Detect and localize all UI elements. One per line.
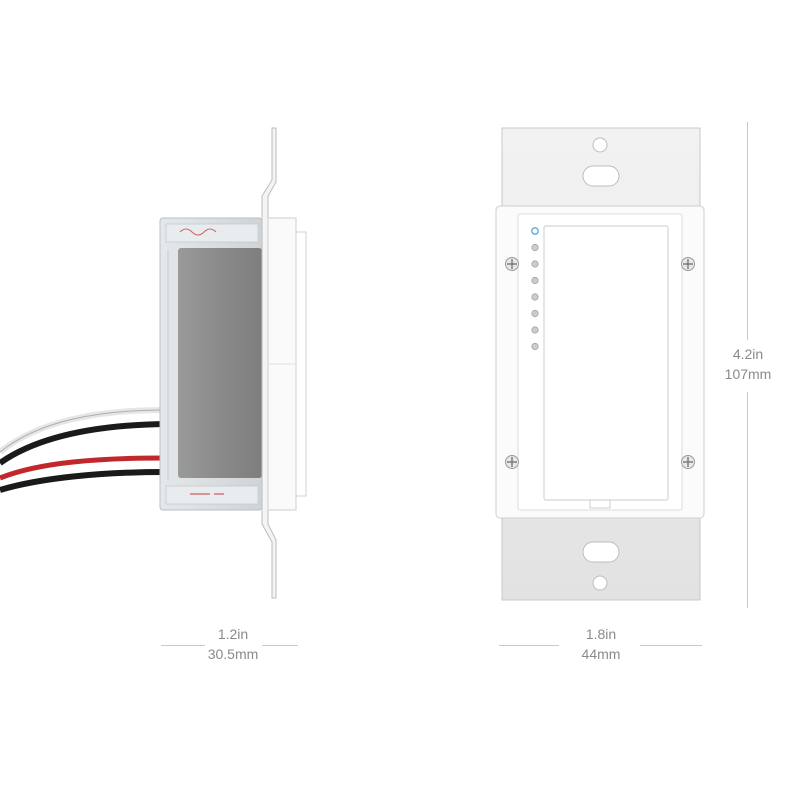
- led-indicator: [531, 260, 539, 268]
- led-indicator: [531, 276, 539, 285]
- top-mount-slot: [582, 165, 620, 187]
- led-indicator-active: [531, 227, 539, 235]
- wire-red: [0, 455, 166, 481]
- screw-icon: [681, 455, 695, 469]
- screw-icon: [681, 257, 695, 271]
- paddle-release-tab: [589, 499, 611, 509]
- height-inches: 4.2in: [732, 346, 764, 362]
- front-width-line-right: [640, 645, 702, 646]
- side-mounting-strap: [261, 127, 277, 599]
- led-indicator: [531, 243, 539, 252]
- led-indicator: [531, 326, 539, 334]
- screw-icon: [505, 257, 519, 271]
- side-width-mm: 30.5mm: [207, 646, 259, 662]
- height-line-bottom: [747, 392, 748, 608]
- front-width-inches: 1.8in: [585, 626, 617, 642]
- side-grey-module: [178, 248, 262, 478]
- height-label: 4.2in 107mm: [716, 344, 780, 384]
- wires: [0, 407, 166, 493]
- side-width-inches: 1.2in: [217, 626, 249, 642]
- wire-black-1: [0, 421, 166, 466]
- wire-black-2: [0, 469, 166, 493]
- paddle-button[interactable]: [543, 225, 669, 501]
- led-indicator: [531, 293, 539, 301]
- led-indicator-column: [531, 227, 539, 351]
- side-width-label: 1.2in 30.5mm: [196, 624, 270, 664]
- side-width-line-right: [262, 645, 298, 646]
- front-width-label: 1.8in 44mm: [566, 624, 636, 664]
- front-width-line-left: [499, 645, 559, 646]
- wire-white: [0, 407, 166, 455]
- height-line-top: [747, 122, 748, 340]
- led-indicator: [531, 342, 539, 351]
- top-screw-hole: [592, 137, 608, 153]
- led-indicator: [531, 309, 539, 318]
- height-mm: 107mm: [724, 366, 772, 382]
- bottom-screw-hole: [592, 575, 608, 591]
- front-width-mm: 44mm: [581, 646, 621, 662]
- bottom-mount-slot: [582, 541, 620, 563]
- side-width-line-left: [161, 645, 205, 646]
- screw-icon: [505, 455, 519, 469]
